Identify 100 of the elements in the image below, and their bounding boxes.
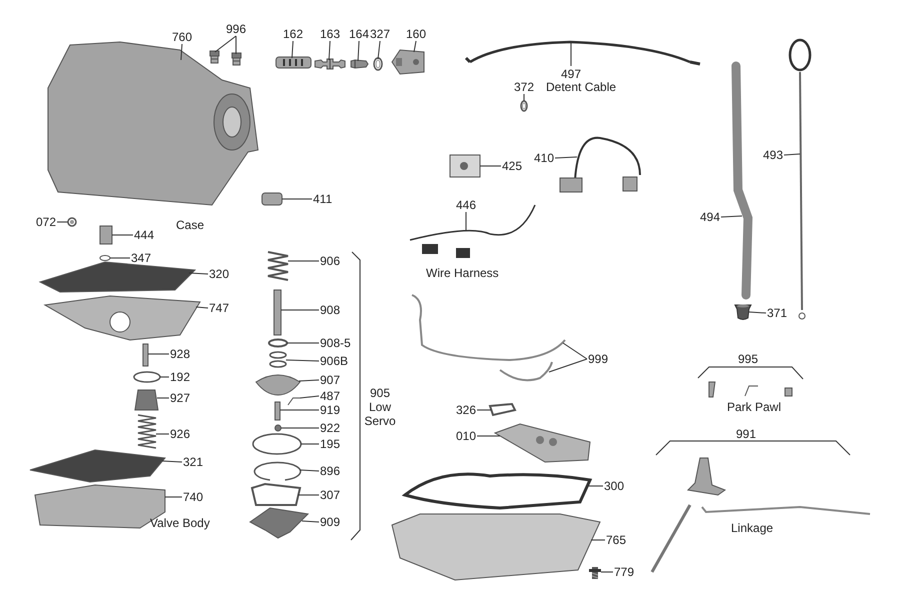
servo-gasket-drawing [250,482,302,506]
leader-line [328,40,331,60]
plug-drawing [232,52,242,66]
callout-number: 779 [614,565,634,579]
callout-number: 995 [738,352,758,366]
callout-number: 160 [406,27,426,41]
leader-line [524,94,525,102]
seal-drawing [734,304,752,320]
callout-number: 740 [183,490,204,504]
part-group-label: Case [176,218,204,232]
leader-line [414,40,417,52]
sensor-drawing [450,154,480,178]
o-ring-drawing [520,100,528,112]
separator-plate-drawing [43,296,201,340]
leader-line [298,380,320,382]
leader-line [288,260,320,262]
valve-drawing [314,58,346,70]
leader-line [282,198,312,200]
callout-number: 192 [170,370,190,384]
leader-line [180,44,183,60]
leader-line [300,396,320,398]
callout-number: 760 [172,30,192,44]
callout-number: 320 [209,267,230,281]
leader-line [302,520,320,522]
gasket-drawing [30,450,166,482]
leader-line [300,470,320,472]
callout-number: 372 [514,80,534,94]
cooler-line-drawing [499,362,553,382]
callout-number: 922 [320,421,340,435]
bolt-drawing [589,567,601,579]
servo-pin-drawing [274,402,280,420]
callout-number: 926 [170,427,190,441]
filter-drawing [494,423,591,462]
callout-number: 446 [456,198,476,212]
callout-number: 163 [320,27,340,41]
servo-piston-drawing [256,374,300,396]
callout-number: 996 [226,22,246,36]
snap-ring-drawing [252,433,302,455]
filter-gasket-drawing [488,402,516,416]
callout-number: 326 [456,403,476,417]
part-group-label: Valve Body [150,516,210,530]
part-group-label: Park Pawl [727,400,782,414]
callout-number: 164 [349,27,370,41]
leader-line [112,234,134,236]
valve-drawing [276,56,312,68]
callout-number: 425 [502,159,522,173]
leader-line [548,358,588,372]
gasket-drawing [38,262,196,292]
callout-number: 410 [534,151,554,165]
part-group-label: 905 Low Servo [363,386,397,428]
leader-line [164,496,182,498]
callout-number: 927 [170,391,190,405]
dipstick-drawing [788,38,812,320]
callout-number: 906B [320,354,348,368]
leader-line [292,40,294,58]
callout-number: 906 [320,254,340,268]
callout-number: 162 [283,27,304,41]
callout-number: 444 [134,228,154,242]
callout-number: 909 [320,515,340,529]
spring-clip-drawing [288,398,300,406]
leader-line [784,154,800,156]
leader-line [554,156,578,158]
pressure-switch-drawing [262,192,282,206]
washer-drawing [67,217,77,227]
filler-tube-drawing [732,62,753,300]
callout-number: 747 [209,301,230,315]
callout-number: 300 [604,479,624,493]
leader-line [214,36,237,52]
callout-number: 411 [313,192,332,206]
callout-number: 321 [183,455,204,469]
callout-number: 347 [131,251,152,265]
leader-line [748,312,766,314]
leader-line [236,36,237,54]
callout-number: 371 [767,306,788,320]
part-group-label: Detent Cable [546,80,616,94]
leader-line [286,360,320,362]
callout-number: 497 [561,67,582,81]
callout-number: 195 [320,437,340,451]
callout-number: 896 [320,464,340,478]
ball-drawing [274,424,282,432]
callout-number: 991 [736,427,756,441]
callout-number: 919 [320,403,340,417]
leader-line [466,212,467,230]
detent-cable-drawing [464,40,702,66]
callout-number: 494 [700,210,720,224]
callout-number: 493 [763,148,784,162]
snap-ring-drawing [254,462,302,481]
o-ring-drawing [100,255,110,261]
plunger-drawing [142,344,148,366]
callout-number: 999 [588,352,608,366]
callout-number: 010 [456,429,476,443]
plug-drawing [210,50,220,64]
oil-pan-drawing [391,514,601,580]
leader-line [378,40,381,60]
washer-drawing [268,338,288,348]
leader-line [188,272,208,274]
callout-number: 307 [320,488,340,502]
leader-line [286,342,320,344]
leader-line [162,460,182,462]
callout-number: 907 [320,373,340,387]
